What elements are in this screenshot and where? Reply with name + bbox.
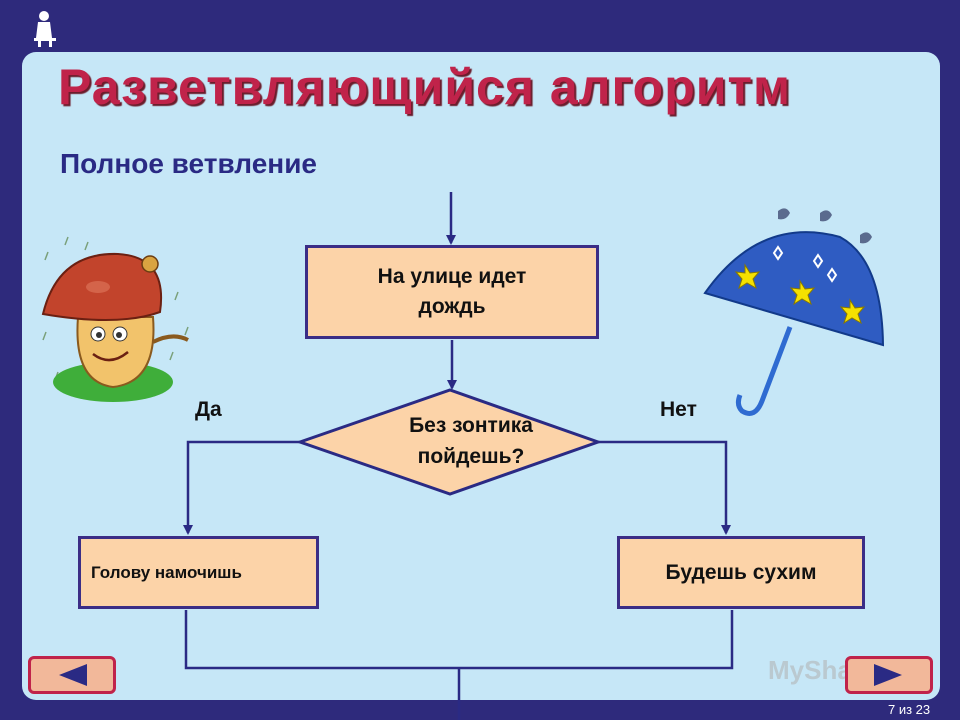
- triangle-right-icon: [874, 664, 902, 686]
- umbrella-in-rain-illustration: [703, 208, 885, 416]
- triangle-left-icon: [59, 664, 87, 686]
- no-label: Нет: [660, 398, 697, 421]
- previous-slide-button[interactable]: [28, 656, 116, 694]
- yes-result-box: Голову намочишь: [78, 536, 319, 609]
- no-result-box: Будешь сухим: [617, 536, 865, 609]
- no-result-text: Будешь сухим: [665, 560, 817, 584]
- next-slide-button[interactable]: [845, 656, 933, 694]
- merge-line: [184, 610, 734, 670]
- decision-text: Без зонтика пойдешь?: [409, 414, 533, 468]
- process-box: На улице идет дождь: [305, 245, 599, 339]
- process-box-text: На улице идет дождь: [377, 265, 527, 318]
- person-at-desk-icon: [34, 11, 56, 47]
- yes-label: Да: [195, 398, 222, 421]
- mushroom-in-rain-illustration: [41, 236, 189, 402]
- page-subtitle: Полное ветвление: [60, 148, 317, 179]
- page-indicator: 7 из 23: [888, 702, 931, 717]
- page-title: Разветвляющийся алгоритм: [58, 59, 791, 115]
- yes-branch-line: [183, 440, 300, 535]
- yes-result-text: Голову намочишь: [91, 562, 242, 582]
- no-branch-line: [598, 440, 731, 535]
